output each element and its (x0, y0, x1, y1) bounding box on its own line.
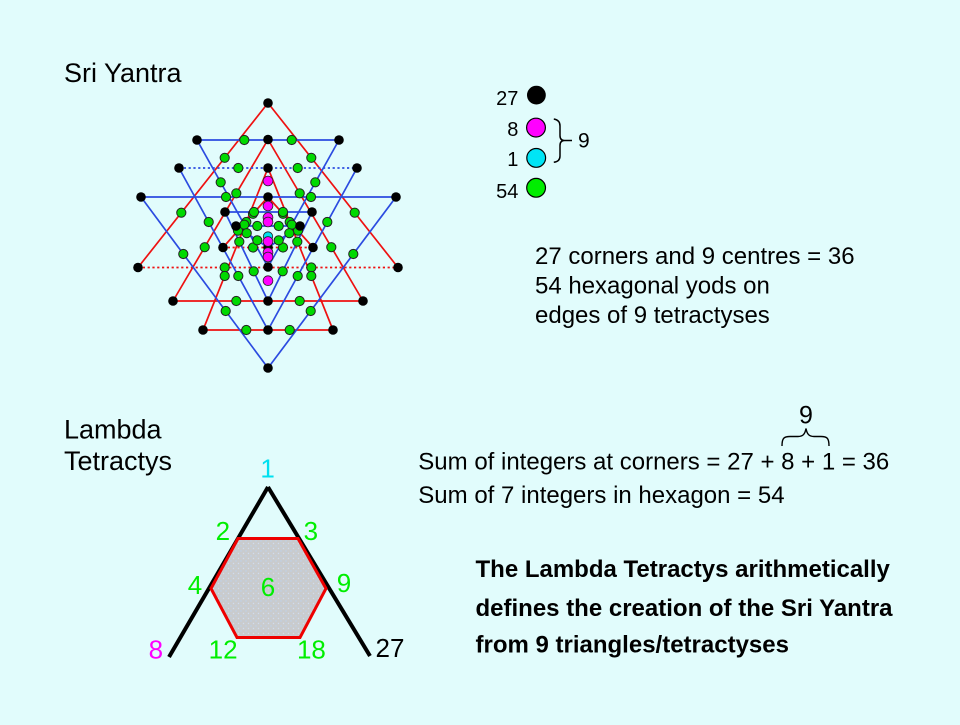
svg-text:9: 9 (578, 130, 590, 153)
svg-text:edges of 9 tetractyses: edges of 9 tetractyses (535, 302, 770, 329)
svg-text:1: 1 (260, 454, 274, 484)
svg-text:54: 54 (496, 181, 518, 203)
svg-text:4: 4 (188, 570, 202, 600)
svg-text:The Lambda Tetractys arithmeti: The Lambda Tetractys arithmetically (476, 556, 891, 583)
svg-text:27 corners and 9 centres = 36: 27 corners and 9 centres = 36 (535, 243, 855, 270)
svg-text:Lambda: Lambda (64, 415, 163, 445)
svg-text:8: 8 (507, 119, 518, 141)
svg-text:from 9 triangles/tetractyses: from 9 triangles/tetractyses (476, 631, 789, 658)
svg-text:Sri Yantra: Sri Yantra (64, 58, 183, 88)
svg-text:54 hexagonal yods on: 54 hexagonal yods on (535, 273, 770, 300)
svg-text:9: 9 (337, 568, 351, 598)
svg-text:3: 3 (304, 516, 318, 546)
svg-text:Tetractys: Tetractys (64, 446, 172, 476)
svg-text:1: 1 (507, 149, 518, 171)
svg-text:6: 6 (261, 572, 275, 602)
svg-text:Sum of integers at corners = 2: Sum of integers at corners = 27 + 8 + 1 … (418, 448, 889, 475)
svg-text:12: 12 (209, 635, 238, 665)
svg-text:27: 27 (496, 88, 518, 110)
svg-text:8: 8 (149, 635, 163, 665)
svg-text:defines the creation of the Sr: defines the creation of the Sri Yantra (476, 595, 894, 622)
svg-text:27: 27 (376, 633, 405, 663)
svg-text:9: 9 (799, 402, 813, 430)
svg-text:2: 2 (216, 516, 230, 546)
svg-text:18: 18 (297, 635, 326, 665)
svg-text:Sum of 7 integers in hexagon =: Sum of 7 integers in hexagon = 54 (418, 482, 784, 509)
